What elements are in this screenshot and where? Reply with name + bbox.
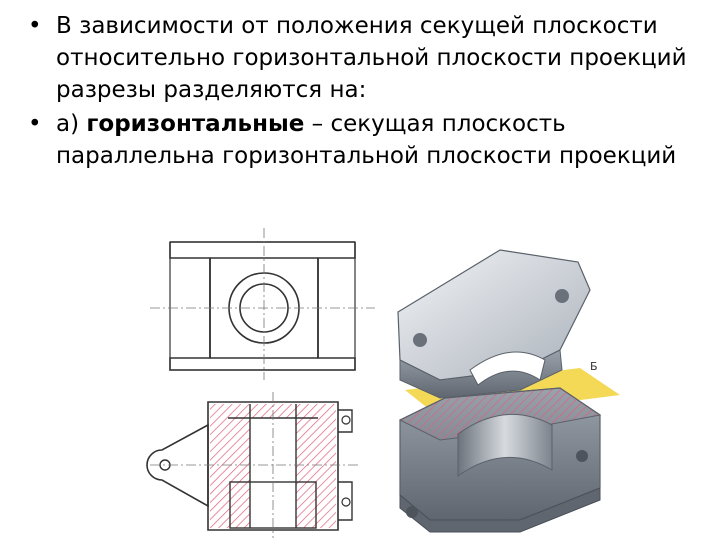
section-figure: Б <box>0 220 720 540</box>
lug-hole-right-top <box>341 415 351 425</box>
bullet-list: • В зависимости от положения секущей пло… <box>28 10 698 174</box>
bullet-prefix: а) <box>56 111 87 137</box>
lower-hole-right <box>576 450 588 462</box>
bullet-item-horizontal: • а) горизонтальные – секущая плоскость … <box>28 108 698 172</box>
lug-hole-right-bottom <box>341 497 351 507</box>
top-view <box>150 228 375 380</box>
upper-hole-left <box>413 333 427 347</box>
bullet-marker: • <box>28 13 42 39</box>
drawing-svg: Б <box>146 228 620 538</box>
bullet-text: В зависимости от положения секущей плоск… <box>56 13 687 103</box>
section-view <box>146 392 360 538</box>
upper-hole-right <box>555 289 569 303</box>
bullet-item-intro: • В зависимости от положения секущей пло… <box>28 10 698 106</box>
bullet-rest: – секущая плоскость параллельна горизонт… <box>56 111 677 169</box>
lower-hole-left <box>406 506 418 518</box>
lower-cut-face <box>398 387 602 441</box>
plane-label: Б <box>590 360 598 373</box>
bullet-bold-term: горизонтальные <box>86 111 305 137</box>
bullet-marker: • <box>28 111 42 137</box>
lower-bore <box>457 413 553 477</box>
pictorial-view: Б <box>397 249 620 533</box>
